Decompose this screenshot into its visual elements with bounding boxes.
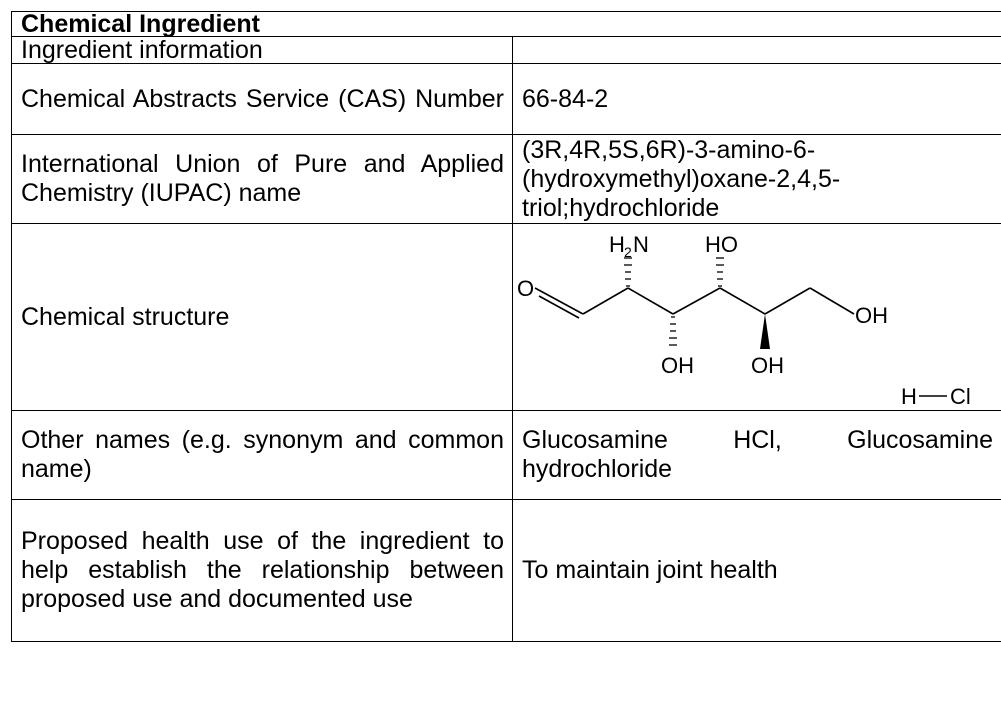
bond-c5-c6 (764, 287, 811, 315)
bond-c2-c3 (627, 287, 674, 315)
lower-hydroxyl-2-label: OH (751, 353, 784, 378)
wedge-bond-lower-hydroxyl (760, 314, 770, 349)
row-value-ingredient-information (511, 36, 1001, 64)
row-value-other-names: Glucosamine HCl, Glucosamine hydrochlori… (511, 410, 1001, 500)
aldehyde-double-bond-b (538, 295, 580, 319)
table-row: Ingredient information (11, 36, 1001, 64)
table-row: Chemical structure (11, 223, 1001, 411)
amine-n-label: N (633, 232, 649, 257)
bond-c1-c2 (582, 287, 629, 315)
table-row: Chemical Abstracts Service (CAS) Number … (11, 63, 1001, 135)
salt-hydrogen-label: H (901, 384, 917, 409)
table-title: Chemical Ingredient (10, 11, 1001, 37)
row-label-other-names: Other names (e.g. synonym and common nam… (11, 410, 513, 500)
row-label-iupac-name: International Union of Pure and Applied … (11, 134, 513, 224)
row-value-proposed-health-use: To maintain joint health (511, 499, 1001, 642)
hashed-bond-top-hydroxyl (716, 257, 724, 287)
structure-svg: H 2 N HO O OH OH OH H Cl (517, 232, 971, 409)
table-row: Other names (e.g. synonym and common nam… (11, 410, 1001, 500)
row-value-iupac-name: (3R,4R,5S,6R)-3-amino-6-(hydroxymethyl)o… (511, 134, 1001, 224)
bond-c3-c4 (672, 287, 721, 315)
top-hydroxyl-label: HO (705, 232, 738, 257)
terminal-hydroxyl-label: OH (855, 303, 888, 328)
aldehyde-oxygen-label: O (517, 276, 534, 301)
salt-chlorine-label: Cl (950, 384, 971, 409)
row-label-ingredient-information: Ingredient information (11, 36, 513, 64)
row-value-cas-number: 66-84-2 (511, 63, 1001, 135)
hashed-bond-amine (624, 257, 632, 287)
hashed-bond-lower-hydroxyl (669, 316, 677, 346)
lower-hydroxyl-1-label: OH (661, 353, 694, 378)
chemical-structure-cell: H 2 N HO O OH OH OH H Cl (511, 223, 1001, 411)
structure-bonds (534, 287, 947, 397)
row-label-chemical-structure: Chemical structure (11, 223, 513, 411)
aldehyde-double-bond-a (534, 287, 584, 315)
ingredient-table: Chemical Ingredient Ingredient informati… (10, 11, 1001, 642)
row-label-proposed-health-use: Proposed health use of the ingredient to… (11, 499, 513, 642)
bond-c4-c5 (719, 287, 766, 315)
table-row: International Union of Pure and Applied … (11, 134, 1001, 224)
table-title-row: Chemical Ingredient (10, 11, 1001, 37)
bond-c6-oh (809, 287, 855, 315)
row-label-cas-number: Chemical Abstracts Service (CAS) Number (11, 63, 513, 135)
table-row: Proposed health use of the ingredient to… (11, 499, 1001, 642)
chemical-structure-diagram: H 2 N HO O OH OH OH H Cl (513, 224, 1001, 410)
amine-subscript-label: 2 (624, 244, 632, 260)
amine-h-label: H (609, 232, 625, 257)
